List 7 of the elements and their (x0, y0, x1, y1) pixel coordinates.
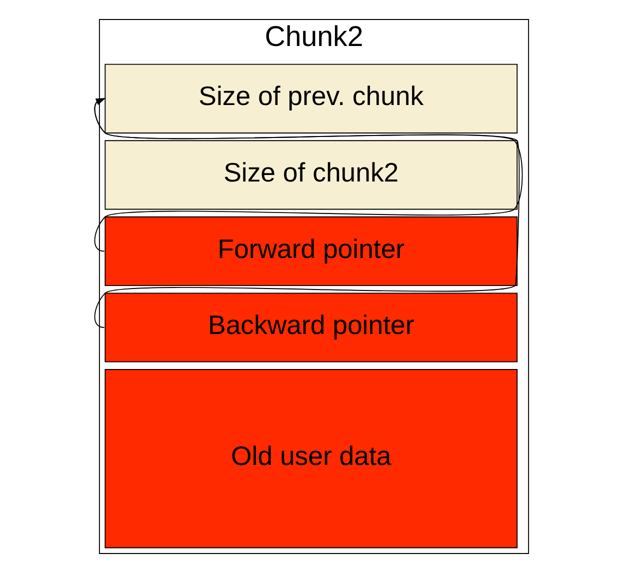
node-box: Backward pointer (104, 292, 518, 362)
node-box: Forward pointer (104, 216, 518, 286)
node-box: Size of chunk2 (104, 140, 518, 210)
node-box: Size of prev. chunk (104, 64, 518, 134)
arrow (94, 98, 522, 252)
node-box: Old user data (104, 368, 518, 548)
arrow (94, 98, 520, 328)
